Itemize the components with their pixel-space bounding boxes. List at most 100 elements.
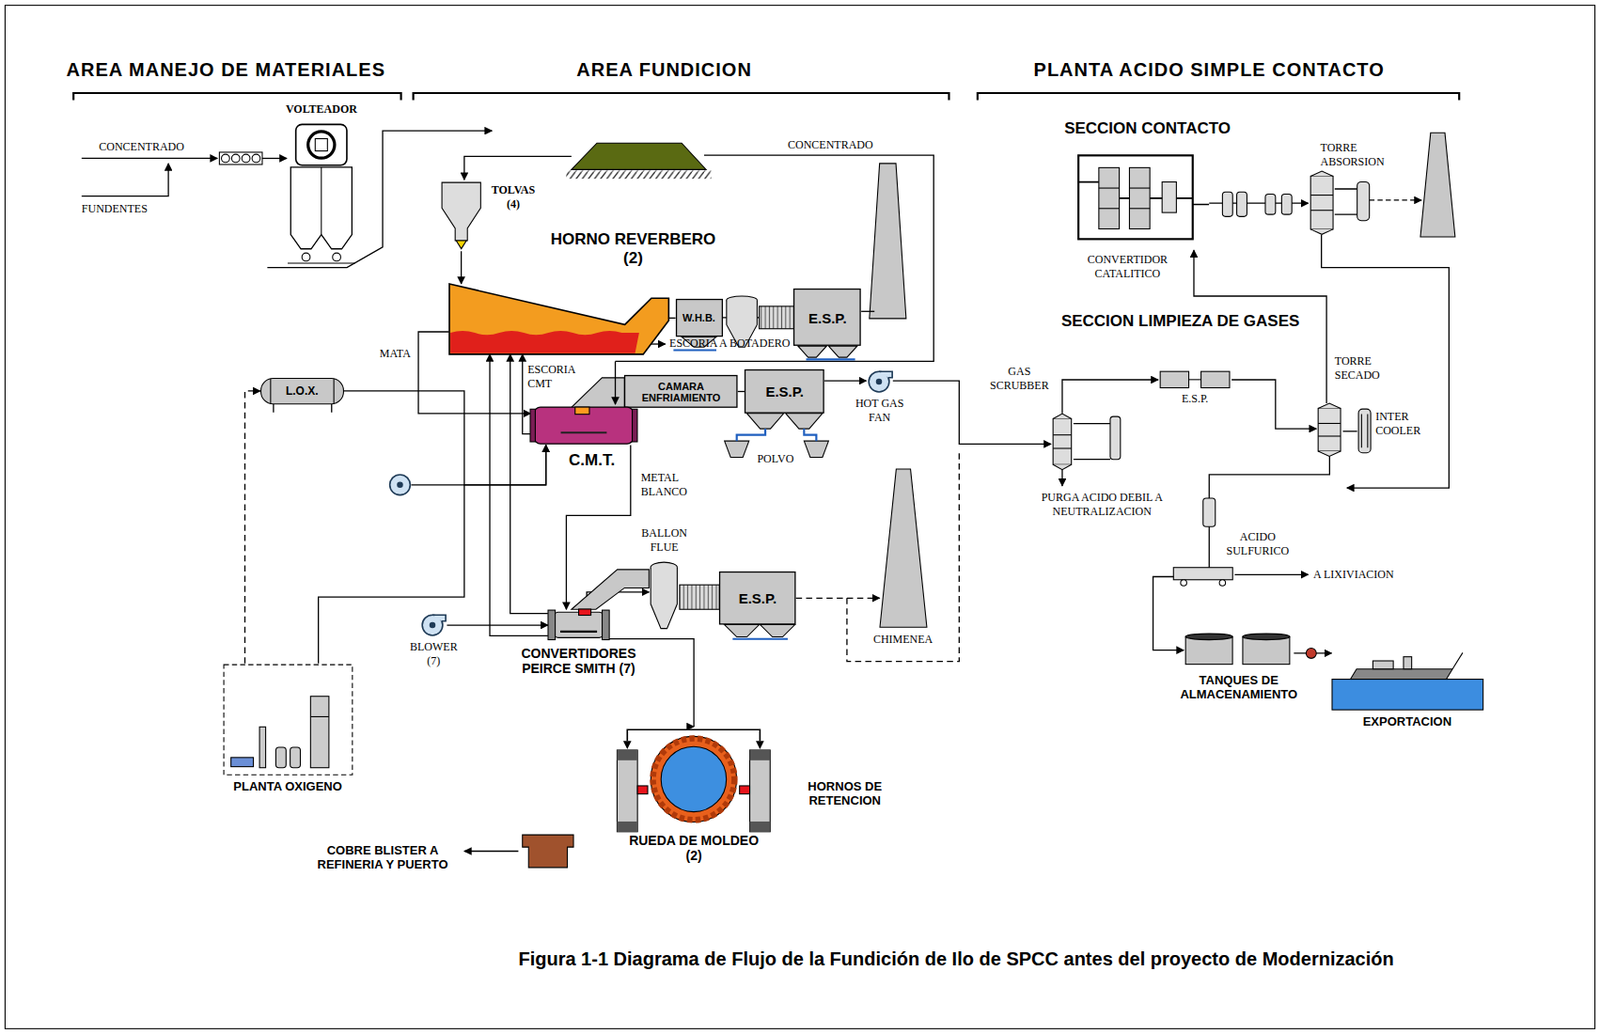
precipitator-box: E.S.P. xyxy=(719,571,796,625)
circle-shape xyxy=(1180,580,1188,587)
casting-wheel: RUEDA DE MOLDEO (2) xyxy=(646,732,741,827)
path-shape xyxy=(73,93,1459,101)
path-shape xyxy=(1061,470,1063,487)
tipper-unit-shape xyxy=(287,120,356,268)
rect-shape xyxy=(1110,416,1121,460)
line-shape xyxy=(269,378,271,404)
path-shape xyxy=(441,182,481,241)
node-label: E.S.P. xyxy=(1158,392,1232,407)
circle-shape xyxy=(1305,647,1317,659)
rect-shape xyxy=(1357,181,1370,220)
balloon-flue: BALLON FLUE xyxy=(648,561,680,633)
node-label: PLANTA OXIGENO xyxy=(212,779,364,794)
path-shape xyxy=(747,413,823,429)
flow-label: COBRE BLISTER A REFINERIA Y PUERTO xyxy=(306,843,460,872)
export-ship-shape xyxy=(1332,648,1484,710)
rect-shape xyxy=(548,610,556,640)
node-label: CAMARA ENFRIAMIENTO xyxy=(624,380,738,404)
path-shape xyxy=(464,156,572,180)
path-shape xyxy=(449,283,669,355)
figure-caption: Figura 1-1 Diagrama de Flujo de la Fundi… xyxy=(425,948,1488,971)
intercooler-shape xyxy=(1357,407,1372,455)
path-shape xyxy=(847,449,959,662)
rect-shape xyxy=(601,610,610,640)
precipitator-box: E.S.P. xyxy=(744,369,825,414)
node-label: C.M.T. xyxy=(550,451,633,471)
rect-shape xyxy=(1129,167,1151,229)
rect-shape xyxy=(296,124,347,165)
path-shape xyxy=(290,167,352,250)
stack: CHIMENEA xyxy=(879,469,927,628)
path-shape xyxy=(614,360,616,405)
rect-shape xyxy=(1185,636,1233,664)
scrubber-tower: GAS SCRUBBER xyxy=(1050,413,1074,471)
line-shape xyxy=(310,715,330,717)
rect-shape xyxy=(1372,660,1394,670)
path-shape xyxy=(806,358,856,361)
reverberatory-furnace-shape xyxy=(449,283,669,355)
line-shape xyxy=(1129,207,1151,209)
path-shape xyxy=(464,850,519,852)
line-shape xyxy=(1098,207,1120,209)
drying-tower: TORRE SECADO xyxy=(1316,403,1343,456)
section-heading: SECCION CONTACTO xyxy=(1064,119,1231,139)
rect-shape xyxy=(259,726,267,768)
rect-shape xyxy=(4,5,1595,1030)
stack-shape xyxy=(879,469,927,628)
path-shape xyxy=(571,377,625,409)
circle-shape xyxy=(301,252,311,262)
g-shape xyxy=(1180,580,1226,587)
line-shape xyxy=(1452,653,1463,670)
rect-shape xyxy=(219,152,263,165)
node-label: L.O.X. xyxy=(260,384,345,398)
rect-shape xyxy=(617,821,639,832)
node-label: TORRE ABSORSION xyxy=(1320,141,1395,170)
path-shape xyxy=(1234,574,1308,576)
storage-tanks-shape xyxy=(1183,632,1294,666)
fan-symbol: BLOWER (7) xyxy=(420,611,447,637)
circle-shape xyxy=(1219,580,1226,587)
line-shape xyxy=(1317,423,1341,424)
line-shape xyxy=(1052,434,1072,436)
path-shape xyxy=(615,155,935,361)
circle-shape xyxy=(332,252,342,262)
rect-shape xyxy=(617,750,639,761)
rect-shape xyxy=(1265,193,1276,215)
reverberatory-furnace: HORNO REVERBERO (2) xyxy=(449,283,669,355)
connector-label: ESCORIA CMT xyxy=(527,362,581,392)
rect-shape xyxy=(310,695,330,768)
flow-label: ACIDO SULFURICO xyxy=(1219,530,1296,559)
rect-shape xyxy=(289,747,300,769)
path-shape xyxy=(869,163,907,319)
rect-shape xyxy=(1281,193,1292,215)
rect-shape xyxy=(637,785,648,795)
hopper-shape xyxy=(440,181,482,251)
area-heading: PLANTA ACIDO SIMPLE CONTACTO xyxy=(1034,59,1385,81)
path-shape xyxy=(879,469,927,628)
circle-shape xyxy=(308,131,335,158)
connector-label: MATA xyxy=(379,346,411,361)
node-label: E.S.P. xyxy=(793,309,862,326)
oxygen-plant-shape xyxy=(222,663,354,776)
circle-shape xyxy=(429,622,437,629)
circle-shape xyxy=(241,154,251,163)
connector-label: METAL BLANCO xyxy=(641,470,699,500)
node-label: INTER COOLER xyxy=(1375,409,1437,439)
g-shape xyxy=(81,130,1450,851)
g-shape xyxy=(1173,191,1292,580)
flow-label: A LIXIVIACION xyxy=(1313,567,1395,582)
intercooler: INTER COOLER xyxy=(1357,407,1372,455)
path-shape xyxy=(450,330,640,354)
rect-shape xyxy=(1201,371,1230,388)
flow-connector xyxy=(510,354,549,614)
rect-shape xyxy=(759,306,795,330)
rect-shape xyxy=(675,299,722,337)
path-shape xyxy=(1073,423,1111,460)
rect-shape xyxy=(632,408,638,442)
path-shape xyxy=(1317,403,1341,456)
converter-vessel: CONVERTIDORES PEIRCE SMITH (7) xyxy=(548,609,610,642)
path-shape xyxy=(1310,171,1334,235)
flow-connector xyxy=(824,379,867,381)
node-label: HORNO REVERBERO (2) xyxy=(544,230,723,268)
circle-shape xyxy=(251,154,261,163)
